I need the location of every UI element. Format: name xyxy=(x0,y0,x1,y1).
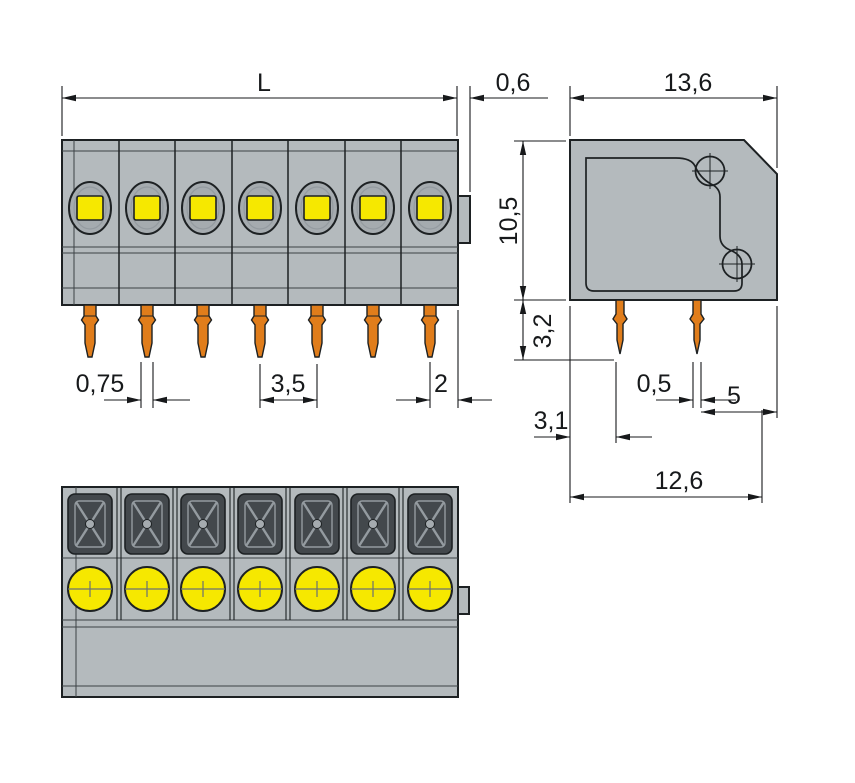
dim-label-height: 10,5 xyxy=(495,197,523,246)
pole-clamp-window xyxy=(125,181,169,235)
solder-pin xyxy=(137,304,157,358)
pole-clamp-window xyxy=(68,181,112,235)
solder-pin-side xyxy=(612,299,628,355)
mount-point-right xyxy=(719,246,755,282)
mount-point-top xyxy=(692,153,728,189)
side-tab xyxy=(457,195,471,244)
push-button-opening xyxy=(123,492,171,556)
conductor-entry-port xyxy=(180,566,226,612)
pole-clamp-window xyxy=(181,181,225,235)
solder-pin xyxy=(420,304,440,358)
solder-pin xyxy=(363,304,383,358)
pole-clamp-window xyxy=(408,181,452,235)
pole-clamp-window xyxy=(295,181,339,235)
dim-label-pin-to-rear: 5 xyxy=(727,382,741,410)
push-button-opening xyxy=(293,492,341,556)
solder-pin-side xyxy=(689,299,705,355)
solder-pin xyxy=(80,304,100,358)
pole-dividers xyxy=(118,140,402,305)
conductor-entry-port xyxy=(67,566,113,612)
push-button-opening xyxy=(66,492,114,556)
side-tab-top xyxy=(457,586,470,615)
push-button-opening xyxy=(349,492,397,556)
solder-pin xyxy=(307,304,327,358)
dim-label-front-to-pin: 3,1 xyxy=(534,407,569,435)
conductor-entry-port xyxy=(294,566,340,612)
top-view xyxy=(61,486,470,698)
dimensions: L 0,6 13,6 10,5 3,2 0,75 3,5 2 0,5 5 3,1… xyxy=(61,69,778,503)
crosshair-icon xyxy=(719,246,755,282)
dim-label-depth: 13,6 xyxy=(664,69,713,97)
crosshair-icon xyxy=(692,153,728,189)
conductor-entry-port xyxy=(237,566,283,612)
solder-pin xyxy=(250,304,270,358)
dim-label-pin-thickness: 0,5 xyxy=(637,370,672,398)
pole-clamp-window xyxy=(351,181,395,235)
pole-clamp-window xyxy=(238,181,282,235)
solder-pin xyxy=(193,304,213,358)
conductor-entry-port xyxy=(407,566,453,612)
front-view xyxy=(61,139,471,358)
push-button-opening xyxy=(236,492,284,556)
push-button-opening xyxy=(406,492,454,556)
dim-label-pin-width: 0,75 xyxy=(76,370,125,398)
extension-lines xyxy=(61,86,778,503)
conductor-entry-port xyxy=(350,566,396,612)
dim-label-tab-width: 0,6 xyxy=(496,69,531,97)
side-housing xyxy=(569,139,778,301)
dimension-lines xyxy=(62,97,777,498)
dim-label-pin-length: 3,2 xyxy=(529,314,557,349)
housing-seams xyxy=(62,140,458,305)
top-pole-dividers xyxy=(116,487,404,620)
dim-label-total-width: L xyxy=(257,69,271,97)
dim-label-pin-pitch: 3,5 xyxy=(271,370,306,398)
dim-label-pin-to-side: 2 xyxy=(434,370,448,398)
dim-label-bottom-depth: 12,6 xyxy=(655,467,704,495)
push-button-opening xyxy=(179,492,227,556)
side-view xyxy=(569,139,778,355)
conductor-entry-port xyxy=(124,566,170,612)
